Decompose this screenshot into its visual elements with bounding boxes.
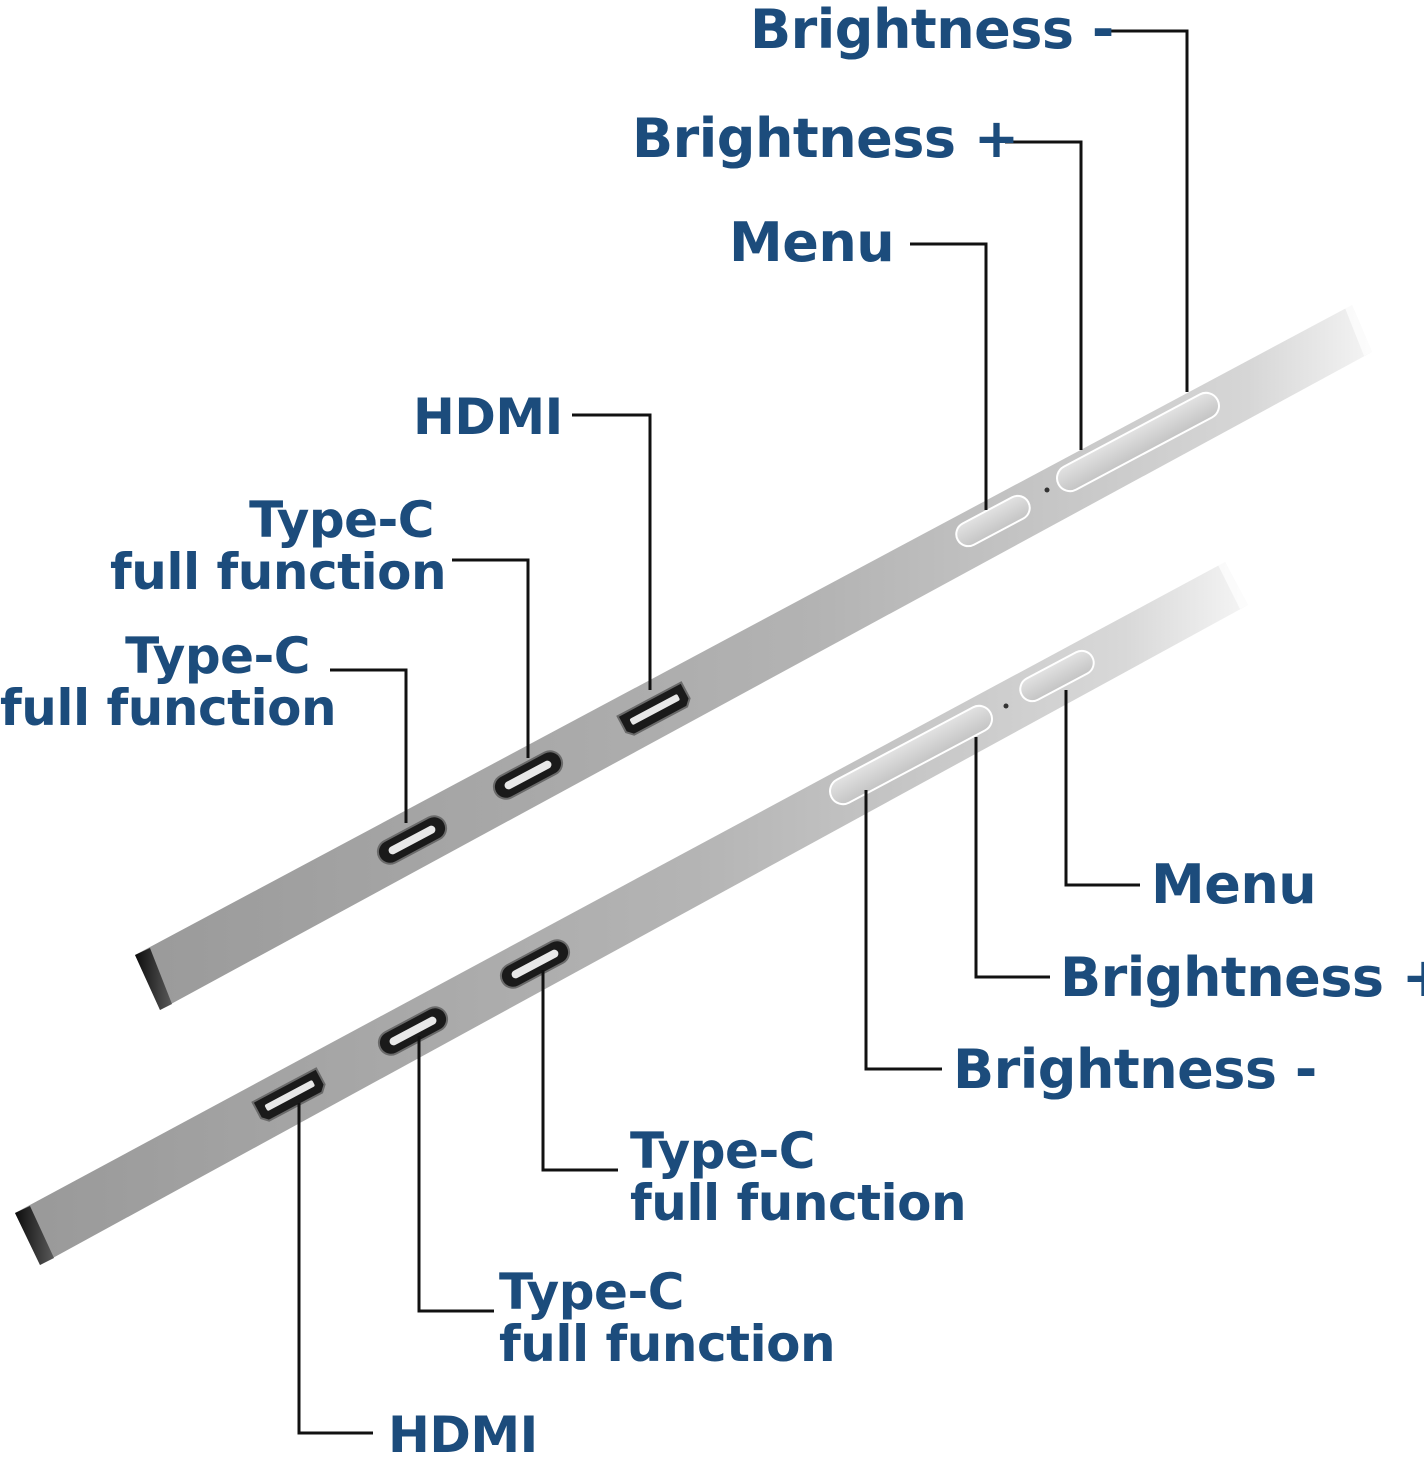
- label-bottom-hdmi: HDMI: [388, 1406, 538, 1464]
- bottom-led-dot: [1003, 703, 1009, 709]
- top-led-dot: [1044, 487, 1050, 493]
- label-top-hdmi: HDMI: [413, 388, 563, 446]
- leader-top-brightness-plus: [1005, 140, 1083, 450]
- label-top-brightness-plus: Brightness +: [632, 107, 1019, 170]
- bottom-typec-port-2[interactable]: [497, 936, 574, 992]
- leader-bottom-typec-1: [417, 1036, 494, 1313]
- label-bottom-typec-1-line2: full function: [499, 1315, 836, 1373]
- leader-bottom-menu: [1064, 690, 1140, 887]
- top-menu-button[interactable]: [952, 492, 1034, 551]
- top-typec-port-1[interactable]: [374, 812, 451, 868]
- top-typec-port-2[interactable]: [490, 747, 567, 803]
- leader-bottom-brightness-plus: [974, 737, 1050, 979]
- leader-bottom-typec-2: [541, 970, 618, 1172]
- label-top-typec-1-line2: full function: [0, 679, 337, 737]
- label-bottom-menu: Menu: [1151, 853, 1317, 916]
- label-top-typec-2-line1: Type-C: [249, 491, 434, 549]
- leader-bottom-brightness-minus: [864, 790, 942, 1071]
- label-bottom-typec-1-line1: Type-C: [499, 1263, 684, 1321]
- leader-top-hdmi: [572, 413, 652, 690]
- label-bottom-brightness-minus: Brightness -: [953, 1038, 1317, 1101]
- label-bottom-typec-1: Type-C full function: [499, 1263, 836, 1373]
- label-bottom-typec-2-line2: full function: [630, 1174, 967, 1232]
- label-top-typec-2-line2: full function: [110, 543, 447, 601]
- leader-top-brightness-minus: [1110, 29, 1189, 392]
- label-bottom-typec-2: Type-C full function: [630, 1122, 967, 1232]
- label-bottom-typec-2-line1: Type-C: [630, 1122, 815, 1180]
- bottom-hdmi-port[interactable]: [251, 1067, 328, 1124]
- leader-top-menu: [910, 242, 988, 510]
- bottom-brightness-rocker[interactable]: [825, 701, 996, 808]
- leader-top-typec-1: [330, 668, 408, 823]
- top-brightness-rocker[interactable]: [1052, 388, 1223, 495]
- bottom-menu-button[interactable]: [1016, 647, 1098, 706]
- label-top-typec-2: Type-C full function: [110, 491, 447, 601]
- leader-top-typec-2: [452, 558, 530, 758]
- label-top-typec-1-line1: Type-C: [125, 627, 310, 685]
- label-top-menu: Menu: [729, 211, 895, 274]
- label-bottom-brightness-plus: Brightness +: [1060, 946, 1424, 1009]
- label-top-brightness-minus: Brightness -: [750, 0, 1114, 61]
- label-top-typec-1: Type-C full function: [0, 627, 337, 737]
- leader-bottom-hdmi: [297, 1103, 373, 1435]
- top-hdmi-port[interactable]: [616, 681, 693, 738]
